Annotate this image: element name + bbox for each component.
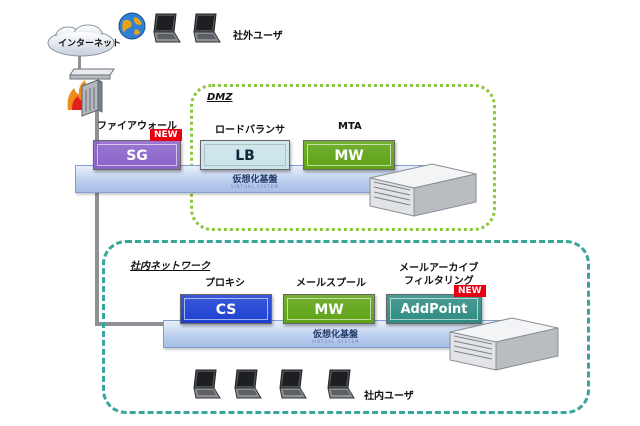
mail-spool-box-label: MW (314, 302, 344, 318)
sg-box[interactable]: SG (93, 140, 181, 170)
wire-to-internal-platform (95, 322, 175, 326)
mail-spool-box-frame (287, 298, 371, 320)
lb-box[interactable]: LB (200, 140, 290, 170)
internal-network-title: 社内ネットワーク (130, 261, 210, 272)
mta-box-label: MW (334, 148, 364, 164)
mta-mw-box[interactable]: MW (303, 140, 395, 170)
dmz-zone (190, 84, 496, 231)
firewall-icon (64, 76, 108, 120)
mta-label: MTA (338, 121, 362, 132)
internet-cloud-icon (46, 24, 116, 58)
lb-box-frame (204, 144, 286, 166)
external-user-laptop-icon (188, 12, 222, 48)
proxy-label: プロキシ (205, 278, 245, 289)
sg-box-frame (97, 144, 177, 166)
mail-archive-label-line2: フィルタリング (404, 276, 474, 287)
internal-user-laptop-icon (322, 368, 356, 404)
router-icon (68, 66, 118, 80)
external-user-laptop-icon (148, 12, 182, 48)
sg-box-label: SG (126, 148, 148, 164)
internet-label: インターネット (58, 39, 122, 49)
addpoint-new-badge: NEW (454, 285, 486, 297)
mail-archive-label-line1: メールアーカイブ (399, 263, 479, 274)
bottom-server-icon (448, 314, 560, 376)
sg-new-badge: NEW (150, 129, 182, 141)
addpoint-box[interactable]: AddPoint (386, 294, 482, 324)
internal-user-laptop-icon (274, 368, 308, 404)
wire-cloud-to-router (78, 55, 81, 71)
addpoint-box-frame (390, 298, 478, 320)
cs-box[interactable]: CS (180, 294, 272, 324)
top-platform-sublabel: VIRTUAL SYSTEM (231, 184, 279, 189)
internal-network-zone (102, 240, 590, 414)
external-users-label: 社外ユーザ (233, 31, 283, 42)
lb-box-label: LB (235, 148, 255, 164)
firewall-label: ファイアウォール (97, 121, 177, 132)
internal-users-label: 社内ユーザ (364, 391, 414, 402)
mail-spool-label: メールスプール (296, 278, 366, 289)
internal-user-laptop-icon (188, 368, 222, 404)
dmz-title: DMZ (207, 92, 233, 103)
mail-spool-mw-box[interactable]: MW (283, 294, 375, 324)
mta-box-frame (307, 144, 391, 166)
bottom-platform-sublabel: VIRTUAL SYSTEM (311, 339, 360, 344)
globe-icon (118, 12, 146, 40)
internal-user-laptop-icon (229, 368, 263, 404)
bottom-platform-label: 仮想化基盤 (312, 330, 358, 340)
cs-box-frame (184, 298, 268, 320)
load-balancer-label: ロードバランサ (215, 125, 285, 136)
cs-box-label: CS (215, 302, 237, 318)
top-server-icon (368, 160, 478, 222)
top-platform-label: 仮想化基盤 (232, 175, 278, 185)
addpoint-box-label: AddPoint (400, 302, 468, 317)
wire-firewall-vertical (95, 98, 99, 326)
